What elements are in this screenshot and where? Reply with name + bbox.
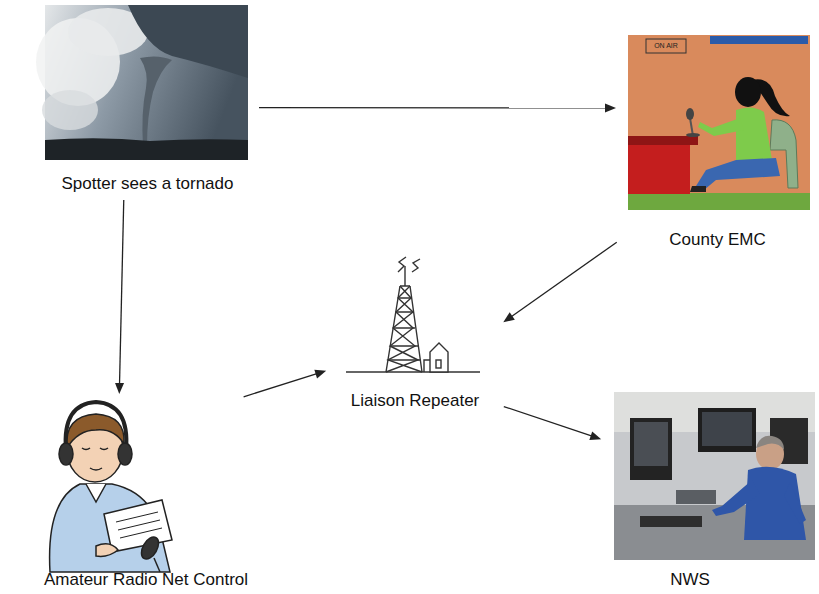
illustrated-node: Liaison Repeater — [330, 258, 500, 413]
node-caption: County EMC — [667, 230, 767, 252]
arrowhead — [605, 103, 616, 112]
arrowhead — [503, 312, 515, 322]
arrow-line — [244, 373, 319, 397]
arrowhead — [115, 383, 124, 394]
arrow-line — [119, 200, 123, 386]
repeater-tower — [346, 257, 480, 372]
operator-clipart — [50, 402, 172, 572]
illustrated-node: Spotter sees a tornado — [40, 4, 255, 196]
node-caption: Liaison Repeater — [349, 391, 482, 413]
flow-arrow — [504, 407, 601, 440]
sign-text: ON AIR — [646, 39, 686, 53]
illustrated-node: County EMC — [620, 32, 815, 252]
illustrated-node: Amateur Radio Net Control — [12, 398, 280, 592]
arrow-line — [259, 107, 608, 109]
flow-arrow — [503, 242, 616, 322]
illustrated-node: NWS — [605, 390, 775, 592]
flow-arrow — [244, 370, 327, 397]
arrowhead — [589, 431, 601, 440]
flow-arrow — [259, 103, 616, 112]
node-caption: Amateur Radio Net Control — [42, 570, 250, 592]
arrow-line — [510, 242, 617, 318]
dispatcher-illustration — [628, 35, 810, 210]
flow-arrow — [115, 200, 124, 394]
forecaster-photo — [614, 392, 815, 560]
arrow-line — [504, 407, 594, 437]
tornado-photo — [36, 5, 248, 160]
node-caption: Spotter sees a tornado — [59, 174, 235, 196]
arrowhead — [314, 370, 326, 379]
node-caption: NWS — [668, 570, 712, 592]
